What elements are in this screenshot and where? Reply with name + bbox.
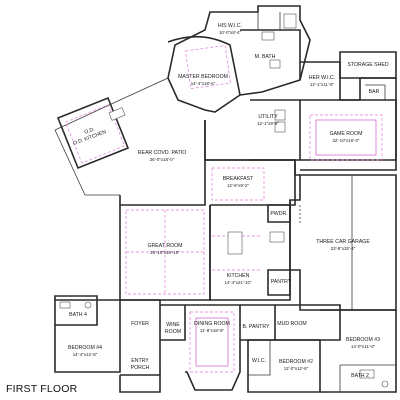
room-dims-dining: 11'-8"x18'-8": [200, 328, 225, 333]
vanity-icon: [269, 59, 281, 69]
toilet-icon: [381, 380, 389, 388]
room-name-bedroom2: BEDROOM #2: [279, 359, 313, 365]
room-name-pantry: PANTRY: [271, 279, 292, 285]
room-dims-patio: 26'-0"x18'-0": [150, 157, 175, 162]
room-name-his-wic: HIS W.I.C.: [218, 23, 242, 29]
room-name-garage: THREE CAR GARAGE: [316, 239, 370, 245]
bathtub-icon: [283, 13, 297, 29]
room-name-master-bedroom: MASTER BEDROOM: [178, 74, 228, 80]
room-name-entry: ENTRY: [131, 358, 149, 364]
room-dims-kitchen: 14'-4"x21'-10": [224, 280, 251, 285]
ceiling-details: [64, 45, 383, 373]
room-name-b-pantry: B. PANTRY: [243, 324, 270, 330]
room-name-bar: BAR: [369, 89, 380, 95]
exterior-walls: [54, 5, 397, 393]
room-dims-master-bedroom: 14'-4"x18'-6": [191, 81, 216, 86]
room-name-great-room: GREAT ROOM: [148, 243, 183, 249]
room-dims-garage: 23'-8"x32'-4": [331, 246, 356, 251]
room-dims-breakfast: 12'-6"x9'-2": [227, 183, 250, 188]
room-dims-utility: 12'-1"x9'-8": [257, 121, 280, 126]
room-dims-bedroom2: 12'-0"x12'-8": [284, 366, 309, 371]
room-name-bath4: BATH 4: [69, 312, 87, 318]
room-name-porch: PORCH: [131, 365, 150, 371]
room-name-her-wic: HER W.I.C.: [309, 75, 336, 81]
room-name-wine-room-1: WINE: [166, 322, 180, 328]
room-dims-his-wic: 10'-0"x8'-4": [219, 30, 242, 35]
fixtures: [59, 13, 397, 388]
range-icon: [269, 231, 285, 243]
room-name-pwdr: PWDR.: [270, 211, 287, 217]
room-name-utility: UTILITY: [258, 114, 278, 120]
room-name-kitchen: KITCHEN: [227, 273, 250, 279]
room-name-wine-room-2: ROOM: [165, 329, 181, 335]
vanity-icon: [261, 31, 275, 41]
room-name-bath2: BATH 2: [351, 373, 369, 379]
room-dims-great-room: 20'-10"x19'-10": [150, 250, 180, 255]
room-name-bedroom4: BEDROOM #4: [68, 345, 102, 351]
washer-icon: [274, 109, 286, 121]
room-name-od-kitchen-1: O.D.: [84, 126, 96, 135]
kitchen-island-icon: [227, 231, 243, 255]
grill-icon: [108, 107, 126, 121]
room-name-wic: W.I.C.: [252, 358, 266, 364]
dryer-icon: [274, 121, 286, 133]
room-dims-her-wic: 12'-1"x11'-8": [310, 82, 335, 87]
room-name-patio: REAR COVD. PATIO: [138, 150, 187, 156]
room-dims-bedroom4: 14'-4"x12'-8": [73, 352, 98, 357]
sink-icon: [359, 369, 375, 379]
room-dims-game-room: 22'-10"x16'-0": [332, 138, 359, 143]
room-dims-bedroom3: 14'-0"x11'-0": [351, 344, 376, 349]
room-name-game-room: GAME ROOM: [330, 131, 363, 137]
room-name-foyer: FOYER: [131, 321, 149, 327]
room-name-m-bath: M. BATH: [255, 54, 276, 60]
room-name-storage-shed: STORAGE SHED: [347, 62, 388, 68]
room-name-bedroom3: BEDROOM #3: [346, 337, 380, 343]
room-name-mud-room: MUD ROOM: [277, 321, 306, 327]
sink-icon: [59, 301, 71, 309]
floor-title: FIRST FLOOR: [6, 383, 78, 395]
room-name-breakfast: BREAKFAST: [223, 176, 254, 182]
toilet-icon: [84, 301, 92, 309]
room-name-dining: DINING ROOM: [194, 321, 230, 327]
